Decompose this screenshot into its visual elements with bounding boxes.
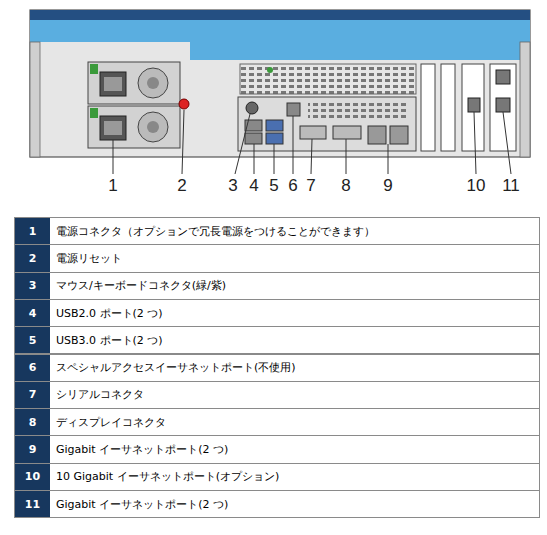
callout-number: 5 [262, 177, 286, 195]
lid-edge [30, 10, 530, 20]
table-number-cell: 5 [14, 326, 51, 354]
table-description-cell: 電源コネクタ（オプションで冗長電源をつけることができます） [50, 217, 540, 245]
callout-number: 7 [299, 177, 323, 195]
callout-number: 1 [101, 177, 125, 195]
vent [240, 64, 416, 94]
callout-number: 9 [376, 177, 400, 195]
table-description-cell: USB3.0 ポート(2 つ) [50, 326, 540, 354]
table-number-cell: 2 [14, 244, 51, 272]
table-description-cell: シリアルコネクタ [50, 381, 540, 409]
table-description-cell: 電源リセット [50, 244, 540, 272]
table-description-cell: Gigabit イーサネットポート(2 つ) [50, 490, 540, 518]
table-description-cell: スペシャルアクセスイーサネットポート(不使用) [50, 354, 540, 382]
lid [30, 20, 530, 42]
table-number-cell: 4 [14, 299, 51, 327]
callout-number: 6 [281, 177, 305, 195]
callout-number: 3 [221, 177, 245, 195]
callout-number: 11 [499, 177, 523, 195]
expansion-slots [421, 64, 516, 151]
table-number-cell: 6 [14, 354, 51, 382]
callout-number: 8 [334, 177, 358, 195]
table-number-cell: 11 [14, 490, 51, 518]
table-description-cell: USB2.0 ポート(2 つ) [50, 299, 540, 327]
table-number-cell: 7 [14, 381, 51, 409]
power-supply [88, 62, 180, 148]
table-number-cell: 9 [14, 435, 51, 463]
lid [190, 42, 530, 60]
callout-number: 4 [242, 177, 266, 195]
table-number-cell: 10 [14, 463, 51, 491]
io-panel [238, 97, 416, 151]
chassis [30, 10, 530, 157]
table-description-cell: ディスプレイコネクタ [50, 408, 540, 436]
table-description-cell: 10 Gigabit イーサネットポート(オプション) [50, 463, 540, 491]
table-number-cell: 8 [14, 408, 51, 436]
leader-lines [113, 110, 511, 174]
table-description-cell: Gigabit イーサネットポート(2 つ) [50, 435, 540, 463]
table-description-cell: マウス/キーボードコネクタ(緑/紫) [50, 272, 540, 300]
callout-number: 2 [170, 177, 194, 195]
table-number-cell: 1 [14, 217, 51, 245]
callout-number: 10 [464, 177, 488, 195]
reset-button [179, 99, 189, 109]
table-number-cell: 3 [14, 272, 51, 300]
